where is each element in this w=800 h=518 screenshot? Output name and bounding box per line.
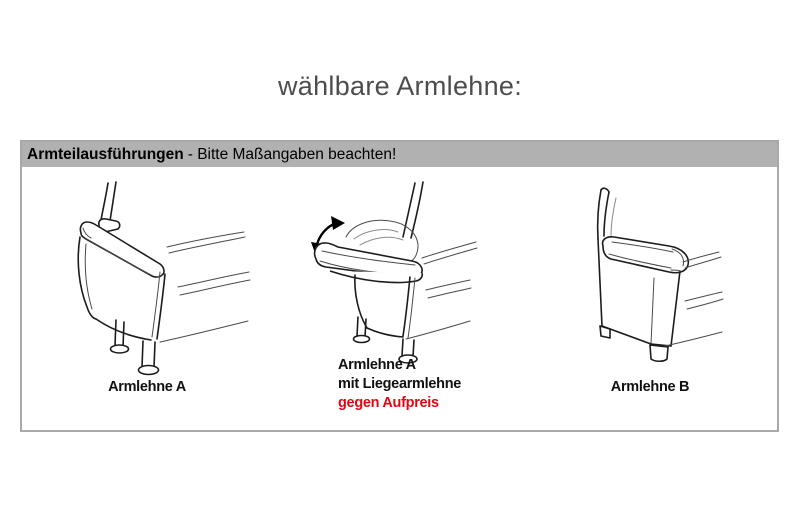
armlehne-b-label: Armlehne B xyxy=(610,379,690,395)
armlehne-b-illustration xyxy=(596,187,724,363)
surcharge-label: gegen Aufpreis xyxy=(338,395,439,411)
armlehne-b-caption: Armlehne B xyxy=(585,378,715,397)
page-title: wählbare Armlehne: xyxy=(277,71,523,101)
armlehne-a-liegearmlehne-illustration xyxy=(311,181,478,364)
armlehne-a-label: Armlehne A xyxy=(108,379,186,395)
armlehne-a-liegearmlehne-caption: Armlehne A mit Liegearmlehne gegen Aufpr… xyxy=(338,356,508,413)
panel-header: Armteilausführungen - Bitte Maßangaben b… xyxy=(22,142,777,167)
armlehne-a-liege-label: Armlehne A xyxy=(338,357,416,373)
armlehne-a-caption: Armlehne A xyxy=(72,378,222,397)
panel-header-title: Armteilausführungen xyxy=(27,145,184,163)
armlehne-a-illustration xyxy=(77,181,251,376)
armrest-options-panel: Armteilausführungen - Bitte Maßangaben b… xyxy=(20,140,779,432)
panel-header-subtitle: - Bitte Maßangaben beachten! xyxy=(187,145,397,163)
armlehne-a-liege-label2: mit Liegearmlehne xyxy=(338,376,462,392)
